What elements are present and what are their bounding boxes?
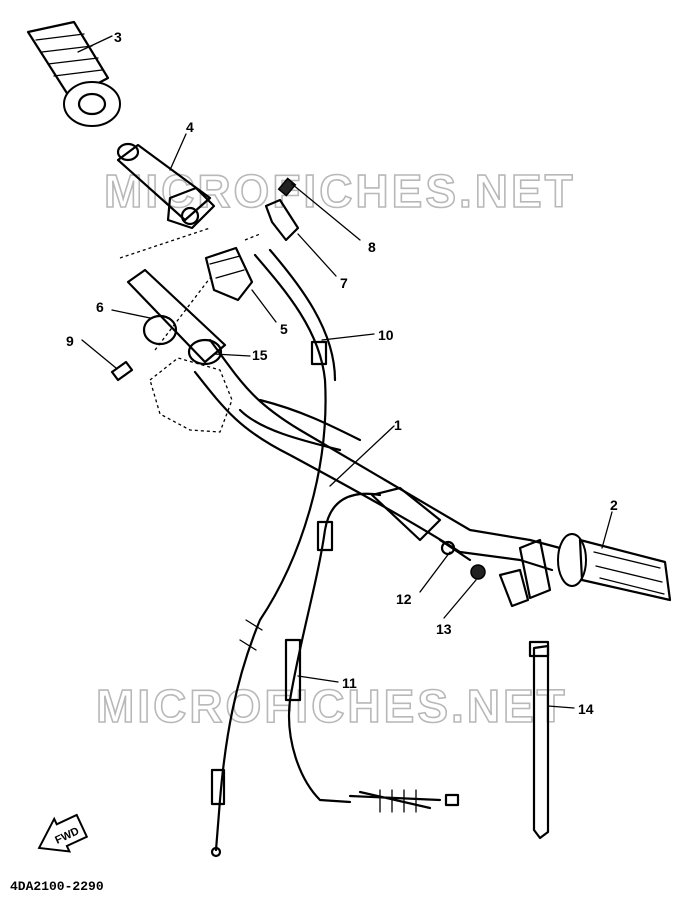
callout-14: 14 — [578, 701, 594, 717]
callout-6: 6 — [96, 299, 104, 315]
callout-2: 2 — [610, 497, 618, 513]
right-grip-part-2[interactable] — [557, 533, 672, 602]
fwd-arrow-icon: FWD — [37, 813, 89, 853]
throttle-tube-part-4[interactable] — [116, 142, 216, 230]
handlebar-part-1[interactable] — [193, 338, 562, 608]
callout-13: 13 — [436, 621, 452, 637]
callout-8: 8 — [368, 239, 376, 255]
throttle-cable-part-10[interactable] — [210, 248, 337, 858]
watermark-bottom: MICROFICHES.NET — [96, 680, 568, 732]
switch-outline — [149, 357, 233, 433]
throttle-grip-part-6[interactable] — [126, 268, 227, 364]
callout-11: 11 — [342, 675, 357, 691]
bolt-part-9[interactable] — [110, 360, 134, 382]
leader-lines — [77, 35, 613, 709]
assembly-guide-lines — [119, 227, 261, 351]
callout-10: 10 — [378, 327, 394, 343]
diagram-code: 4DA2100-2290 — [10, 879, 104, 894]
collar-part-15[interactable] — [187, 338, 223, 366]
throttle-housing-part-5[interactable] — [204, 246, 254, 302]
callout-12: 12 — [396, 591, 412, 607]
callout-4: 4 — [186, 119, 194, 135]
cable-tie-part-14[interactable] — [528, 640, 550, 840]
bracket-part-7[interactable] — [264, 198, 300, 242]
callout-3: 3 — [114, 29, 122, 45]
callout-15: 15 — [252, 347, 268, 363]
nut-part-13[interactable] — [470, 564, 486, 580]
callout-9: 9 — [66, 333, 74, 349]
screw-part-8[interactable] — [277, 177, 297, 197]
callout-1: 1 — [394, 417, 402, 433]
left-grip-part-3[interactable] — [26, 20, 121, 127]
adjuster-part-12[interactable] — [438, 538, 472, 562]
clutch-cable-part-11[interactable] — [284, 492, 460, 813]
callout-7: 7 — [340, 275, 348, 291]
callout-5: 5 — [280, 321, 288, 337]
watermark-top: MICROFICHES.NET — [104, 165, 576, 217]
